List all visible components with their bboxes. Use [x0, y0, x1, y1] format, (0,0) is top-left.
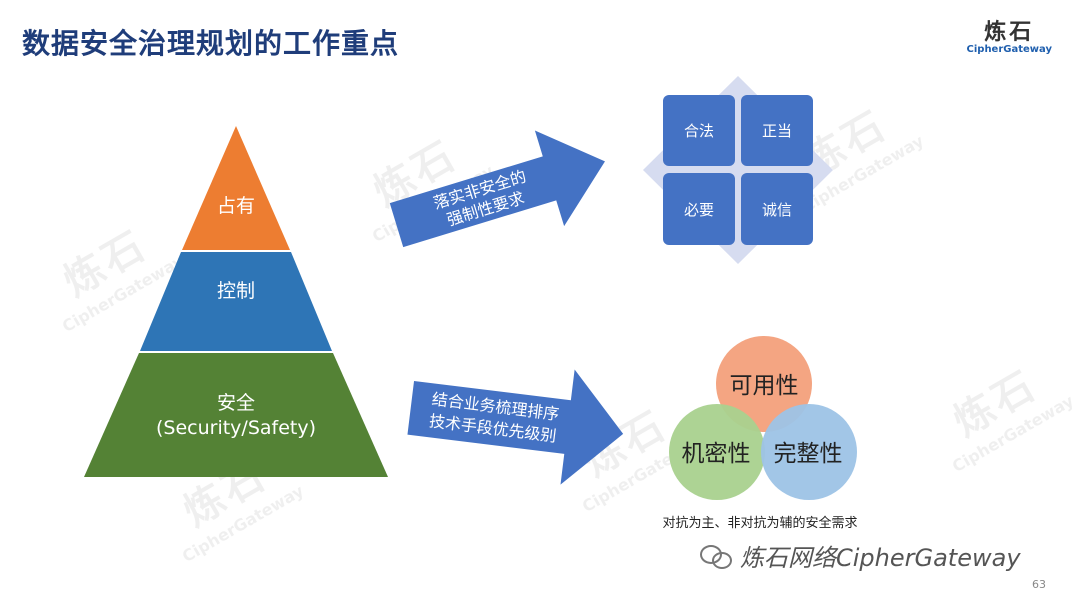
matrix-label-integrity: 诚信 [762, 201, 792, 219]
wechat-icon [700, 543, 732, 569]
principles-matrix: 合法 正当 必要 诚信 [643, 76, 833, 264]
pyramid-level-middle [140, 252, 332, 351]
pyramid-label-control: 控制 [217, 280, 255, 302]
arrow-prioritize: 结合业务梳理排序 技术手段优先级别 [407, 369, 624, 485]
matrix-tile-legitimate [741, 95, 813, 166]
page-title: 数据安全治理规划的工作重点 [22, 27, 400, 60]
circle-integrity [761, 404, 857, 500]
footer-brand: 炼石网络CipherGateway [700, 538, 1021, 573]
pyramid-label-security-en: (Security/Safety) [156, 417, 316, 439]
matrix-tile-necessary [663, 173, 735, 245]
pyramid: 占有 控制 安全 (Security/Safety) [84, 126, 388, 477]
cia-caption: 对抗为主、非对抗为辅的安全需求 [662, 516, 858, 531]
matrix-tile-integrity [741, 173, 813, 245]
circle-label-confidentiality: 机密性 [682, 441, 751, 467]
arrow-shape [389, 130, 605, 248]
circle-availability [716, 336, 812, 432]
arrow-shape [407, 369, 624, 485]
pyramid-level-bottom [84, 353, 388, 477]
footer-text: 炼石网络CipherGateway [740, 544, 1021, 572]
matrix-label-lawful: 合法 [684, 122, 714, 140]
matrix-label-legitimate: 正当 [762, 122, 792, 140]
circle-label-integrity: 完整性 [774, 441, 843, 467]
matrix-tile-lawful [663, 95, 735, 166]
logo-en-text: CipherGateway [966, 44, 1052, 55]
brand-logo: 炼石 CipherGateway [967, 14, 1052, 55]
logo-cn-text: 炼石 [984, 20, 1035, 45]
pyramid-label-security: 安全 [217, 392, 255, 414]
matrix-label-necessary: 必要 [684, 201, 714, 219]
page-number: 63 [1032, 578, 1046, 591]
pyramid-label-possession: 占有 [217, 195, 255, 217]
pyramid-level-top [182, 126, 290, 250]
cia-triad: 可用性 机密性 完整性 [669, 336, 857, 500]
circle-label-availability: 可用性 [730, 373, 799, 399]
arrow-compliance: 落实非安全的 强制性要求 [389, 130, 605, 248]
circle-confidentiality [669, 404, 765, 500]
